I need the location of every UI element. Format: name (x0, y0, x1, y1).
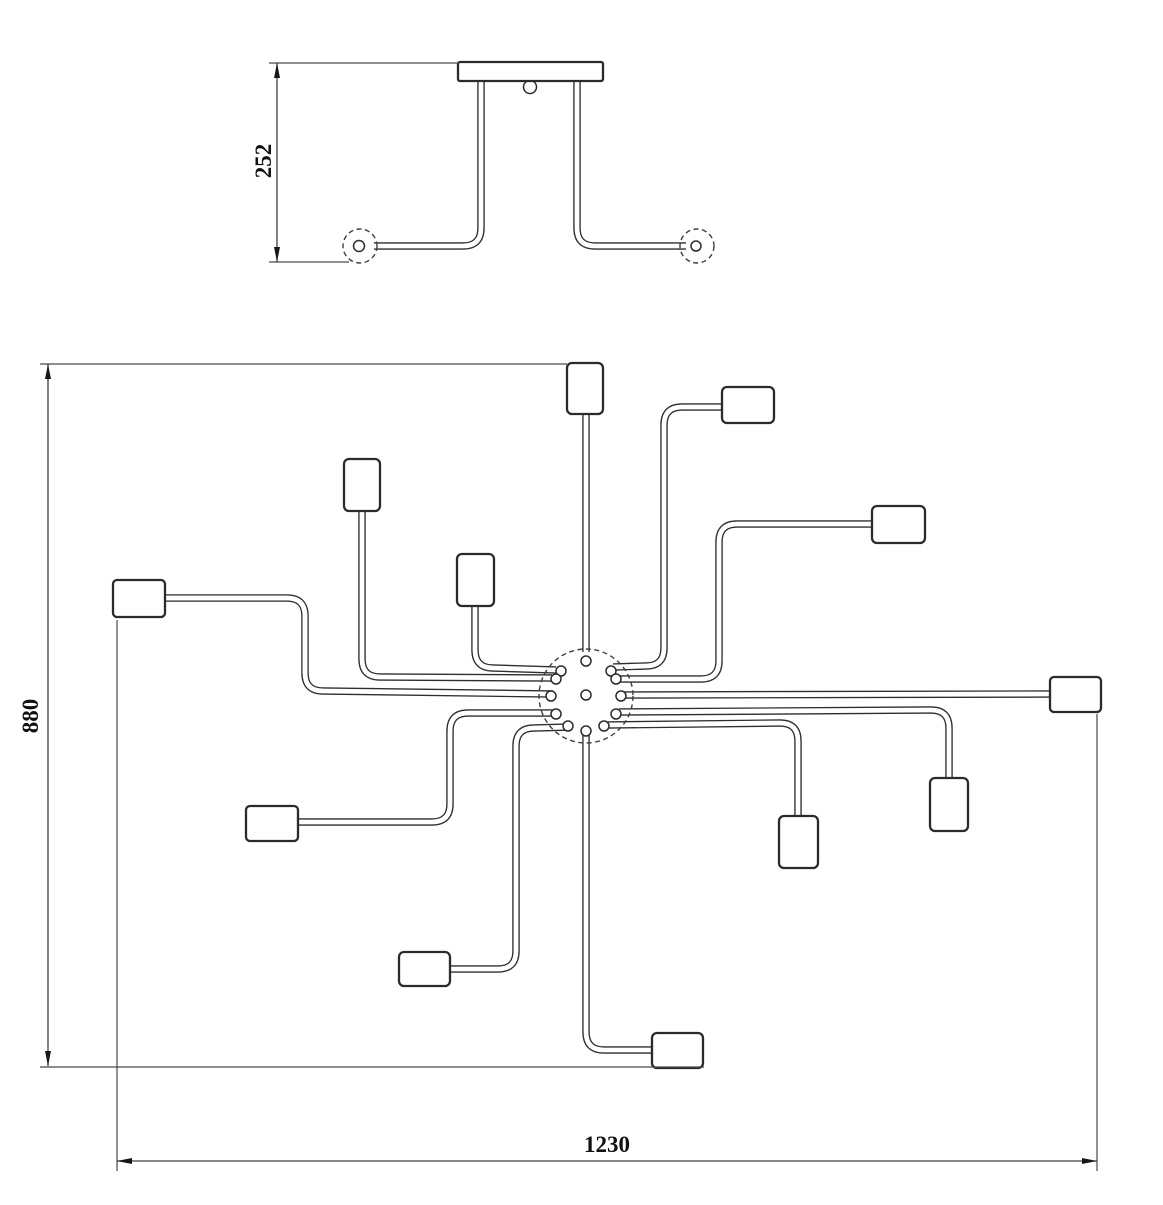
lamp-holder-mid-upper (455, 552, 496, 608)
hub-socket (610, 673, 622, 685)
lamp-holder-lower-left (244, 804, 300, 843)
hub-socket (545, 690, 557, 702)
side-left-bulb-circle (342, 228, 378, 264)
dimension-252: 252 (251, 62, 459, 263)
lamp-holder-upper-left (342, 457, 382, 513)
arm-tube-bottom-left (448, 723, 571, 973)
lamp-holder-far-right (1048, 675, 1103, 714)
dimension-label-1230: 1230 (584, 1132, 630, 1157)
lamp-holder-bottom-center (650, 1031, 705, 1070)
lamp-holder-right-lower (928, 776, 970, 833)
ceiling-canopy (456, 60, 605, 83)
side-right-rod-tube (573, 81, 686, 250)
arm-tube-mid-upper (471, 605, 557, 674)
lamp-holder-right-upper (870, 504, 927, 545)
arm-tube-mid-lower-right (605, 719, 802, 818)
hub-center-hole (580, 689, 592, 701)
arm-tube-right-upper (618, 520, 874, 683)
hub-socket (550, 673, 562, 685)
hub-plate-circle (538, 648, 634, 744)
dimension-880: 880 (18, 363, 704, 1068)
canopy-knob (522, 79, 538, 95)
hub-socket (580, 655, 592, 667)
lamp-holder-left-most (111, 578, 167, 619)
plan-view: 880 1230 (18, 361, 1103, 1171)
lamp-holder-bottom-left (397, 950, 452, 988)
arm-tube-lower-left (296, 709, 558, 826)
arm-tube-upper-left (358, 510, 553, 682)
dimension-label-252: 252 (251, 144, 276, 179)
hub-socket (615, 690, 627, 702)
lamp-holder-top-center (565, 361, 605, 416)
side-left-bulb-center (352, 239, 366, 253)
hub-socket (580, 725, 592, 737)
dimension-label-880: 880 (18, 699, 43, 734)
side-right-bulb-center (690, 240, 702, 252)
side-right-bulb-circle (679, 228, 715, 264)
arm-tube-bottom-center (582, 735, 654, 1054)
hub-socket (555, 665, 567, 677)
hub-socket (550, 708, 562, 720)
arm-tube-upper-right (612, 403, 722, 671)
dimension-1230: 1230 (116, 620, 1098, 1171)
lamp-holder-upper-right (720, 385, 776, 425)
hub-socket (605, 665, 617, 677)
side-elevation-view: 252 (251, 60, 715, 264)
hub-socket (610, 708, 622, 720)
hub-socket (598, 720, 610, 732)
arm-tube-right-lower (618, 706, 953, 780)
arm-tube-far-right (622, 690, 1053, 699)
central-hub (538, 648, 634, 744)
hub-socket (562, 720, 574, 732)
side-left-rod-tube (374, 81, 485, 250)
lamp-holder-mid-lower-right (777, 814, 820, 870)
arm-tube-left-most (163, 594, 554, 698)
